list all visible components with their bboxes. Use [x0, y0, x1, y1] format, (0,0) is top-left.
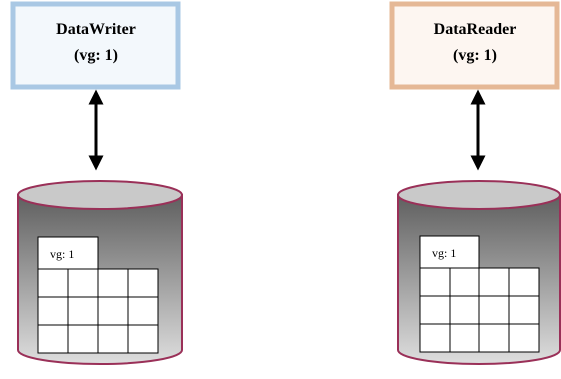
datareader-box: DataReader (vg: 1)	[389, 1, 560, 90]
writer-data-grid: vg: 1	[37, 236, 159, 354]
datawriter-vg: (vg: 1)	[74, 47, 118, 64]
reader-data-grid: vg: 1	[419, 235, 540, 353]
writer-vg-label: vg: 1	[50, 247, 74, 261]
reader-vg-label: vg: 1	[432, 246, 456, 260]
datawriter-box: DataWriter (vg: 1)	[10, 1, 181, 90]
datawriter-title: DataWriter	[56, 21, 136, 38]
datareader-title: DataReader	[434, 21, 517, 38]
datareader-vg: (vg: 1)	[453, 47, 497, 64]
